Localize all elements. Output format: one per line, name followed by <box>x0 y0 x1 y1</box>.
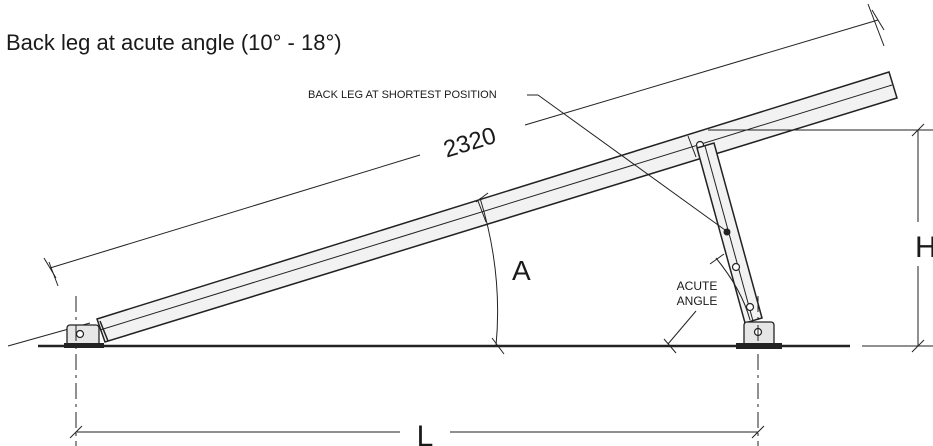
back-leg-bolt <box>745 302 755 312</box>
length-dimension-label: 2320 <box>440 122 499 163</box>
acute-angle-pointer <box>667 310 697 345</box>
height-label-mask <box>906 222 933 266</box>
panel-joint-mark <box>687 135 697 158</box>
back-leg-note: BACK LEG AT SHORTEST POSITION <box>308 89 497 101</box>
front-bracket-base <box>64 343 104 348</box>
length-dimension-line <box>524 19 879 126</box>
acute-angle-arc <box>715 257 751 321</box>
length-base-tick <box>69 425 83 439</box>
extension-line <box>867 3 885 47</box>
height-label: H <box>915 231 933 264</box>
front-bracket-bolt <box>75 329 85 339</box>
panel-inner-line <box>99 84 893 331</box>
back-leg-bolt <box>731 262 741 272</box>
rear-bracket-base <box>736 343 782 349</box>
height-dimension-tick <box>911 339 925 353</box>
acute-angle-label-line1: ACUTE <box>677 279 718 293</box>
acute-angle-label-line2: ANGLE <box>677 294 718 308</box>
back-leg-note-leader <box>537 94 726 231</box>
angle-label: A <box>512 255 531 286</box>
diagram-title: Back leg at acute angle (10° - 18°) <box>6 30 342 55</box>
length-label: L <box>417 420 434 446</box>
angle-arc <box>479 197 499 347</box>
angle-arc-tick <box>491 337 505 355</box>
back-leg-pivot <box>723 228 731 236</box>
angle-arc-tick <box>475 192 489 203</box>
height-dimension-tick <box>911 123 925 137</box>
panel-end-cap <box>99 320 109 342</box>
length-base-tick <box>751 425 765 439</box>
extension-line <box>48 261 59 287</box>
acute-angle-tick <box>663 338 677 354</box>
acute-angle-tick <box>709 253 725 265</box>
dimension-tick <box>871 9 885 31</box>
panel-joint-mark <box>477 200 487 223</box>
length-dimension-line <box>49 154 421 269</box>
